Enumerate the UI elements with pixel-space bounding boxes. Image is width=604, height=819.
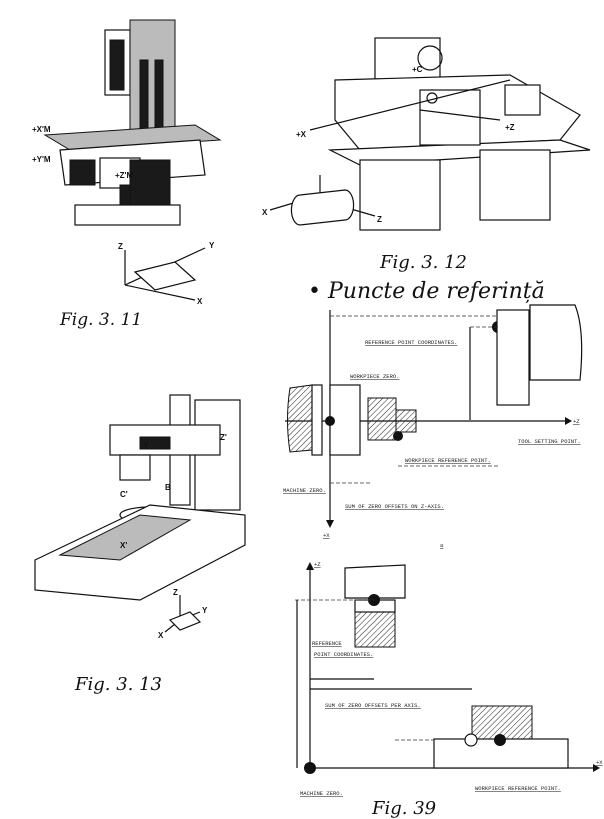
axis-label: +X bbox=[596, 759, 603, 766]
axis-label: Z bbox=[173, 588, 178, 597]
label-workpiece-zero: WORKPIECE ZERO. bbox=[350, 373, 400, 380]
label-machine-zero: MACHINE ZERO. bbox=[283, 487, 326, 494]
axis-label: Z bbox=[377, 215, 382, 224]
axis-label: X bbox=[262, 208, 268, 217]
label-sum-zero-offsets: SUM OF ZERO OFFSETS ON Z-AXIS. bbox=[345, 503, 444, 510]
label-reference-point-coordinates: REFERENCE POINT COORDINATES. bbox=[365, 339, 457, 346]
fig-3-11-milling-machine: +X'M +Y'M +Z'M Z Y X Fig. 3. 11 bbox=[32, 19, 222, 330]
axis-label: X bbox=[197, 297, 203, 306]
axis-label: B bbox=[165, 483, 171, 492]
axis-label: Z bbox=[118, 242, 123, 251]
axis-label: +X'M bbox=[32, 125, 51, 134]
label-reference-point-coordinates: POINT COORDINATES. bbox=[314, 651, 373, 658]
axis-label: +Z bbox=[505, 123, 515, 132]
fig-3-12-lathe: +X +Z X Z +C Fig. 3. 12 • Puncte de refe… bbox=[262, 37, 591, 304]
axis-label: +X bbox=[323, 532, 330, 539]
figure-caption: Fig. 3. 13 bbox=[74, 674, 162, 695]
axis-label: C' bbox=[120, 490, 128, 499]
axis-label: +X bbox=[296, 130, 307, 139]
figure-caption: Fig. 3. 11 bbox=[59, 310, 142, 330]
axis-label: +Z bbox=[314, 561, 321, 568]
section-title: • Puncte de referință bbox=[308, 279, 545, 304]
label-machine-zero: MACHINE ZERO. bbox=[300, 790, 343, 797]
axis-label: X bbox=[158, 631, 164, 640]
axis-label: Y bbox=[202, 606, 208, 615]
mill-reference-points-diagram: +Z +X REFERENCE POINT COORDINATES. SUM O… bbox=[295, 561, 603, 819]
sub-figure-label: a bbox=[440, 542, 444, 549]
fig-3-13-boring-machine: Y Z' B C' X' Z Y X Fig. 3. 13 bbox=[34, 394, 246, 695]
axis-label: Y bbox=[209, 241, 215, 250]
label-sum-zero-offsets: SUM OF ZERO OFFSETS PER AXIS. bbox=[325, 702, 421, 709]
axis-label: +Z bbox=[573, 418, 580, 425]
axis-label: +Z'M bbox=[115, 171, 133, 180]
lathe-reference-points-diagram: REFERENCE POINT COORDINATES. WORKPIECE Z… bbox=[283, 304, 583, 549]
label-workpiece-reference-point: WORKPIECE REFERENCE POINT. bbox=[475, 785, 561, 792]
label-reference-point-coordinates: REFERENCE bbox=[312, 640, 342, 647]
axis-label: +Y'M bbox=[32, 155, 51, 164]
axis-label: X' bbox=[120, 541, 127, 550]
label-workpiece-reference-point: WORKPIECE REFERENCE POINT. bbox=[405, 457, 491, 464]
axis-label: +C bbox=[412, 65, 423, 74]
axis-label: Y bbox=[143, 441, 149, 450]
axis-label: Z' bbox=[220, 433, 227, 442]
label-tool-setting-point: TOOL SETTING POINT. bbox=[518, 438, 581, 445]
figure-caption: Fig. 39 bbox=[371, 798, 436, 819]
figure-caption: Fig. 3. 12 bbox=[379, 252, 467, 273]
